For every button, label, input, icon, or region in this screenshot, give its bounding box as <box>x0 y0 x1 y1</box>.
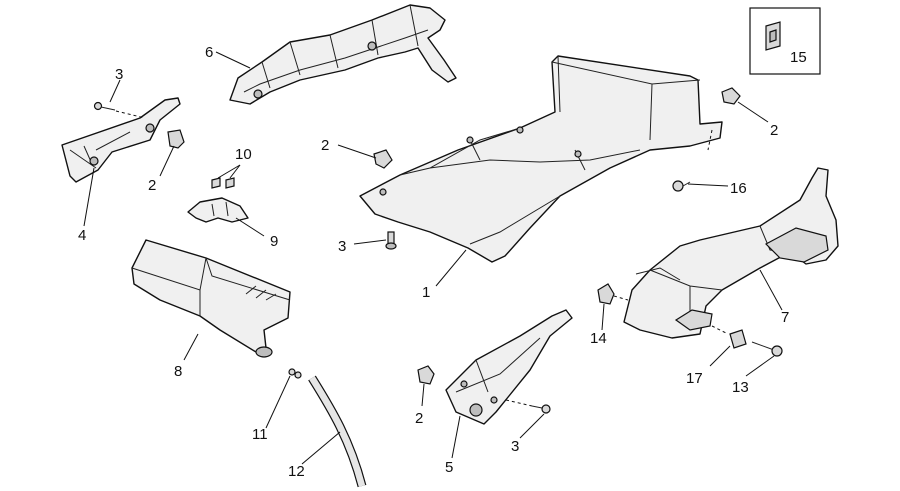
callout-2-lower: 2 <box>415 410 423 427</box>
screw-3-mudguard <box>385 231 397 250</box>
callout-11: 11 <box>252 426 268 443</box>
clip-14 <box>597 283 629 305</box>
leader-lines <box>83 51 783 465</box>
callout-16: 16 <box>730 180 747 197</box>
callout-4: 4 <box>78 227 86 244</box>
clip-2-lower <box>417 365 435 385</box>
callout-15: 15 <box>790 49 807 66</box>
spacer-17 <box>711 325 747 349</box>
screw-3-left <box>93 101 146 119</box>
part-8-tray <box>131 239 291 358</box>
callout-5: 5 <box>445 459 453 476</box>
part-7-side-bracket <box>623 167 839 339</box>
callout-9: 9 <box>270 233 278 250</box>
callout-12: 12 <box>288 463 305 480</box>
part-15-inset <box>749 7 821 75</box>
part-4-left-bracket <box>61 97 181 183</box>
screw-16 <box>672 180 691 192</box>
part-11-fitting <box>288 368 302 379</box>
callout-3-lower: 3 <box>511 438 519 455</box>
clip-2-left <box>167 129 185 149</box>
part-10-screws <box>211 177 235 189</box>
callout-10: 10 <box>235 146 252 163</box>
callout-3-mudguard: 3 <box>338 238 346 255</box>
callout-7: 7 <box>781 309 789 326</box>
callout-2-right: 2 <box>770 122 778 139</box>
callout-1: 1 <box>422 284 430 301</box>
bolt-13 <box>751 341 783 357</box>
callout-17: 17 <box>686 370 703 387</box>
callout-3-left: 3 <box>115 66 123 83</box>
callout-2-left: 2 <box>148 177 156 194</box>
part-6-rear-frame-cover <box>229 4 457 105</box>
callout-2-mudguard: 2 <box>321 137 329 154</box>
screw-3-lower <box>505 399 551 414</box>
callout-6: 6 <box>205 44 213 61</box>
part-1-mudguard <box>359 55 723 263</box>
clip-2-mudguard <box>373 149 393 169</box>
callout-8: 8 <box>174 363 182 380</box>
clip-2-right <box>707 87 741 151</box>
part-5-lower-bracket <box>445 309 573 425</box>
part-12-hose <box>308 375 367 488</box>
part-9-clip <box>187 197 249 223</box>
callout-13: 13 <box>732 379 749 396</box>
callout-labels: 6 3 2 4 10 9 8 11 12 2 3 1 15 2 16 7 14 … <box>78 44 807 480</box>
callout-14: 14 <box>590 330 607 347</box>
